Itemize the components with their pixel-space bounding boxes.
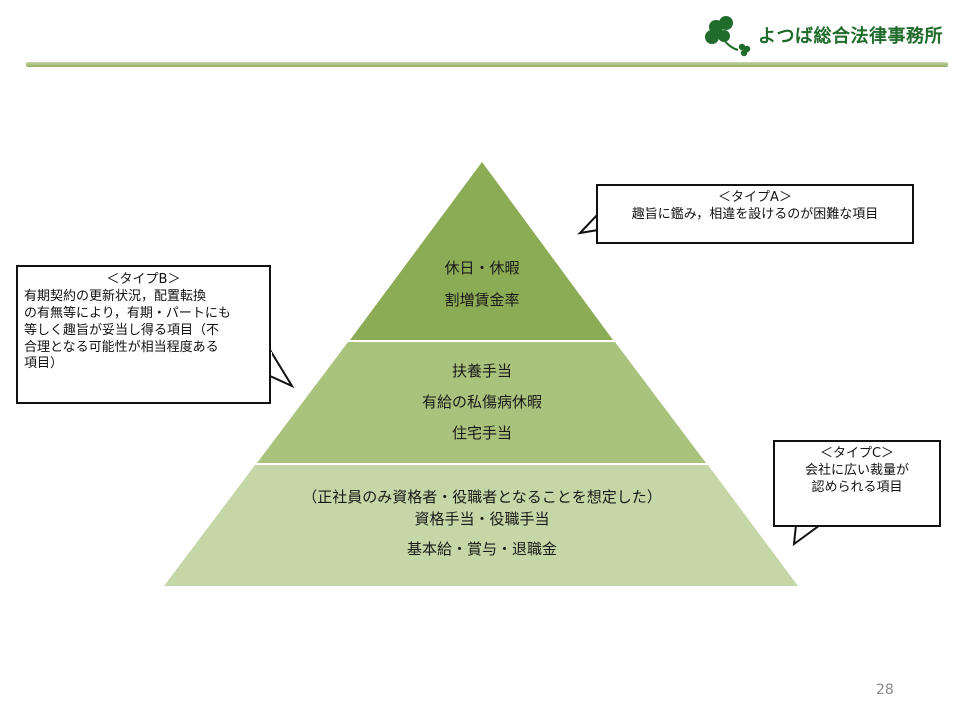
page-number: 28 xyxy=(876,682,894,698)
tier-middle-text: 扶養手当 有給の私傷病休暇 住宅手当 xyxy=(382,356,582,449)
callout-a-body: 趣旨に鑑み，相違を設けるのが困難な項目 xyxy=(631,206,879,222)
callout-type-c: ＜タイプC＞ 会社に広い裁量が 認められる項目 xyxy=(773,440,941,527)
tier-top-text: 休日・休暇 割増賃金率 xyxy=(382,252,582,316)
callout-b-line-3: 等しく趣旨が妥当し得る項目（不 xyxy=(24,322,220,338)
tier-top-line-2: 割増賃金率 xyxy=(444,291,520,309)
header-rule xyxy=(26,62,948,67)
callout-b-line-4: 合理となる可能性が相当程度ある xyxy=(24,339,219,355)
tier-bottom-line-2: 資格手当・役職手当 xyxy=(414,510,550,528)
tier-bottom-line-3: 基本給・賞与・退職金 xyxy=(406,540,557,558)
pyramid-tier-bottom xyxy=(164,465,798,586)
pyramid-tier-top xyxy=(350,162,613,340)
clover-icon xyxy=(705,16,751,57)
callout-type-b: ＜タイプB＞ 有期契約の更新状況，配置転換 の有無等により，有期・パートにも 等… xyxy=(16,265,271,404)
tier-middle-line-2: 有給の私傷病休暇 xyxy=(421,393,542,411)
callout-b-line-5: 項目） xyxy=(24,356,64,372)
callout-type-a: ＜タイプA＞ 趣旨に鑑み，相違を設けるのが困難な項目 xyxy=(596,184,914,244)
tier-middle-line-1: 扶養手当 xyxy=(451,362,512,380)
logo-text: よつば総合法律事務所 xyxy=(758,26,943,47)
callout-c-line-1: 会社に広い裁量が xyxy=(804,462,909,478)
callout-b-line-1: 有期契約の更新状況，配置転換 xyxy=(24,288,207,304)
firm-logo: よつば総合法律事務所 xyxy=(704,14,954,58)
callout-b-line-2: の有無等により，有期・パートにも xyxy=(24,305,231,321)
tier-top-line-1: 休日・休暇 xyxy=(444,259,520,277)
tier-bottom-line-1: （正社員のみ資格者・役職者となることを想定した） xyxy=(302,488,662,506)
callout-a-title: ＜タイプA＞ xyxy=(718,190,792,205)
callout-c-line-2: 認められる項目 xyxy=(811,479,903,495)
tier-bottom-text: （正社員のみ資格者・役職者となることを想定した） 資格手当・役職手当 基本給・賞… xyxy=(252,486,712,560)
callout-b-title: ＜タイプB＞ xyxy=(106,272,181,287)
pyramid-tier-middle xyxy=(257,342,706,463)
tier-middle-line-3: 住宅手当 xyxy=(451,424,512,442)
callout-c-title: ＜タイプC＞ xyxy=(819,446,895,461)
